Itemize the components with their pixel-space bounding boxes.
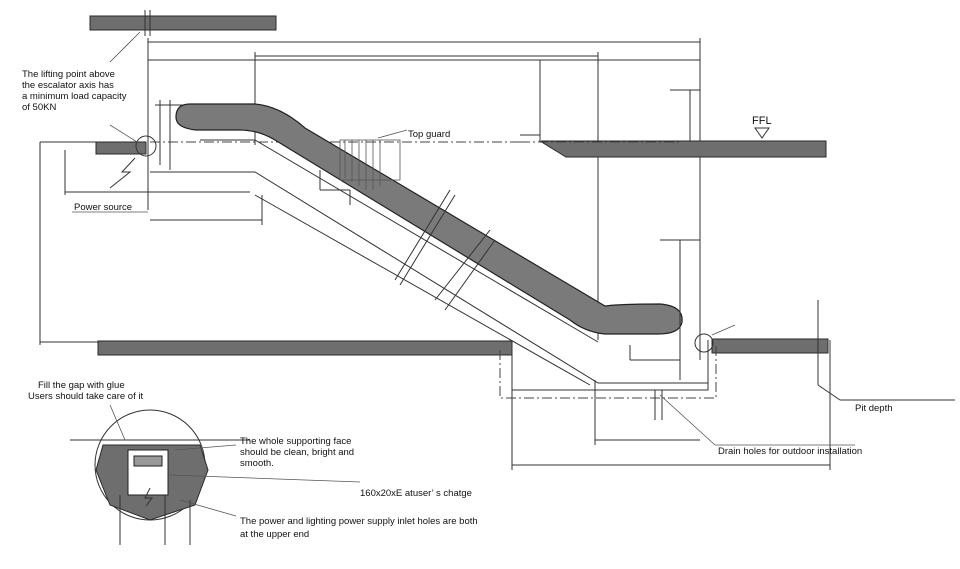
pit-depth-leader [817,384,841,401]
ffl-level-triangle-icon [754,127,770,139]
glue-label-line-2: Users should take care of it [28,391,143,402]
supporting-face-line-1: The whole supporting face [240,436,351,447]
upper-support-circle [135,135,157,157]
upper-support-leader [109,124,138,143]
upper-slab-right [538,140,827,158]
lower-support-circle [694,333,714,353]
pit-axis [499,345,717,399]
inlet-holes-line-2: at the upper end [240,529,309,540]
ffl-label: FFL [752,115,772,127]
supporting-face-line-2: should be clean, bright and [240,447,354,458]
support-mark-4 [444,239,496,311]
lifting-point-line-2: the escalator axis has [22,80,114,91]
supporting-face-line-3: smooth. [240,458,274,469]
pit-depth-label: Pit depth [855,403,893,414]
upper-slab-left [95,141,147,155]
top-guard-label: Top guard [408,129,450,140]
lower-slab-right [711,338,829,354]
steel-leader [169,474,361,483]
top-guard-panel [339,139,401,181]
truss-inner-line [200,139,599,343]
truss-underside [150,171,708,384]
pit-outline [511,340,709,391]
inlet-holes-line-1: The power and lighting power supply inle… [240,516,478,527]
lifting-point-leader [109,31,141,63]
support-mark-1 [394,189,451,281]
escalator-balustrade [175,103,683,335]
lower-support-leader [711,324,736,336]
lightning-power-icon [109,157,136,189]
detail-plate [133,455,163,467]
glue-label-line-1: Fill the gap with glue [38,380,125,391]
top-beam [89,15,277,31]
support-mark-2 [399,194,456,286]
lifting-point-line-3: a minimum load capacity [22,91,127,102]
lifting-point-line-1: The lifting point above [22,69,115,80]
face-leader [174,444,237,451]
power-source-label: Power source [74,202,132,213]
truss-bottom-chord [254,194,591,386]
steel-spec-label: 160x20xE atuser’ s chatge [360,488,472,499]
detail-lightning-icon [144,487,153,507]
top-guard-leader [377,129,408,139]
support-mark-3 [434,229,491,301]
drain-holes-label: Drain holes for outdoor installation [718,446,862,457]
drain-leader [659,394,716,446]
inlet-leader [179,499,237,517]
lower-slab-left [97,340,513,356]
lifting-point-line-4: of 50KN [22,102,56,113]
glue-leader [109,404,126,441]
